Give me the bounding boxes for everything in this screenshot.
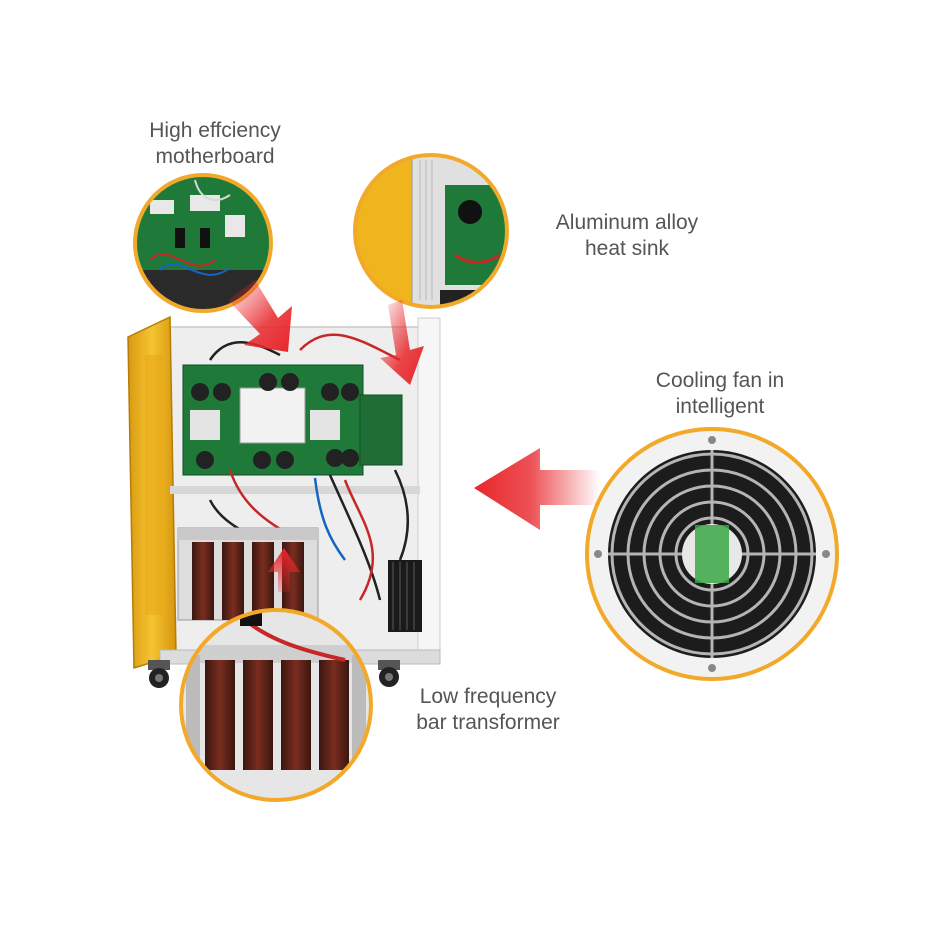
motherboard-callout xyxy=(133,173,273,313)
arrow-down-right-icon xyxy=(380,300,424,385)
heat-sink-label: Aluminum alloy heat sink xyxy=(532,210,722,262)
transformer-label: Low frequency bar transformer xyxy=(393,684,583,736)
arrow-up-icon xyxy=(268,548,300,592)
caster-wheel xyxy=(148,660,170,688)
cooling-fan-label-line1: Cooling fan in xyxy=(655,369,785,392)
motherboard-label-line1: High effciency xyxy=(149,119,281,142)
heat-sink-label-line2: heat sink xyxy=(584,237,670,260)
transformer-label-line2: bar transformer xyxy=(416,711,560,734)
caster-wheel xyxy=(378,660,400,687)
main-pcb xyxy=(182,364,403,476)
cooling-fan-label-line2: intelligent xyxy=(675,395,765,418)
cooling-fan-callout xyxy=(585,427,839,681)
motherboard-label-line2: motherboard xyxy=(155,145,275,168)
heat-sink-callout xyxy=(353,153,509,309)
motherboard-label: High effciency motherboard xyxy=(120,118,310,170)
cabinet-heat-sink xyxy=(388,560,422,632)
transformer-label-line1: Low frequency xyxy=(419,685,557,708)
cabinet-transformer xyxy=(177,527,319,621)
heat-sink-label-line1: Aluminum alloy xyxy=(555,211,699,234)
wiring-harness xyxy=(208,333,409,601)
arrow-left-icon xyxy=(474,448,600,530)
transformer-callout xyxy=(179,608,373,802)
arrow-down-right-icon xyxy=(228,280,292,352)
cooling-fan-label: Cooling fan in intelligent xyxy=(625,368,815,420)
